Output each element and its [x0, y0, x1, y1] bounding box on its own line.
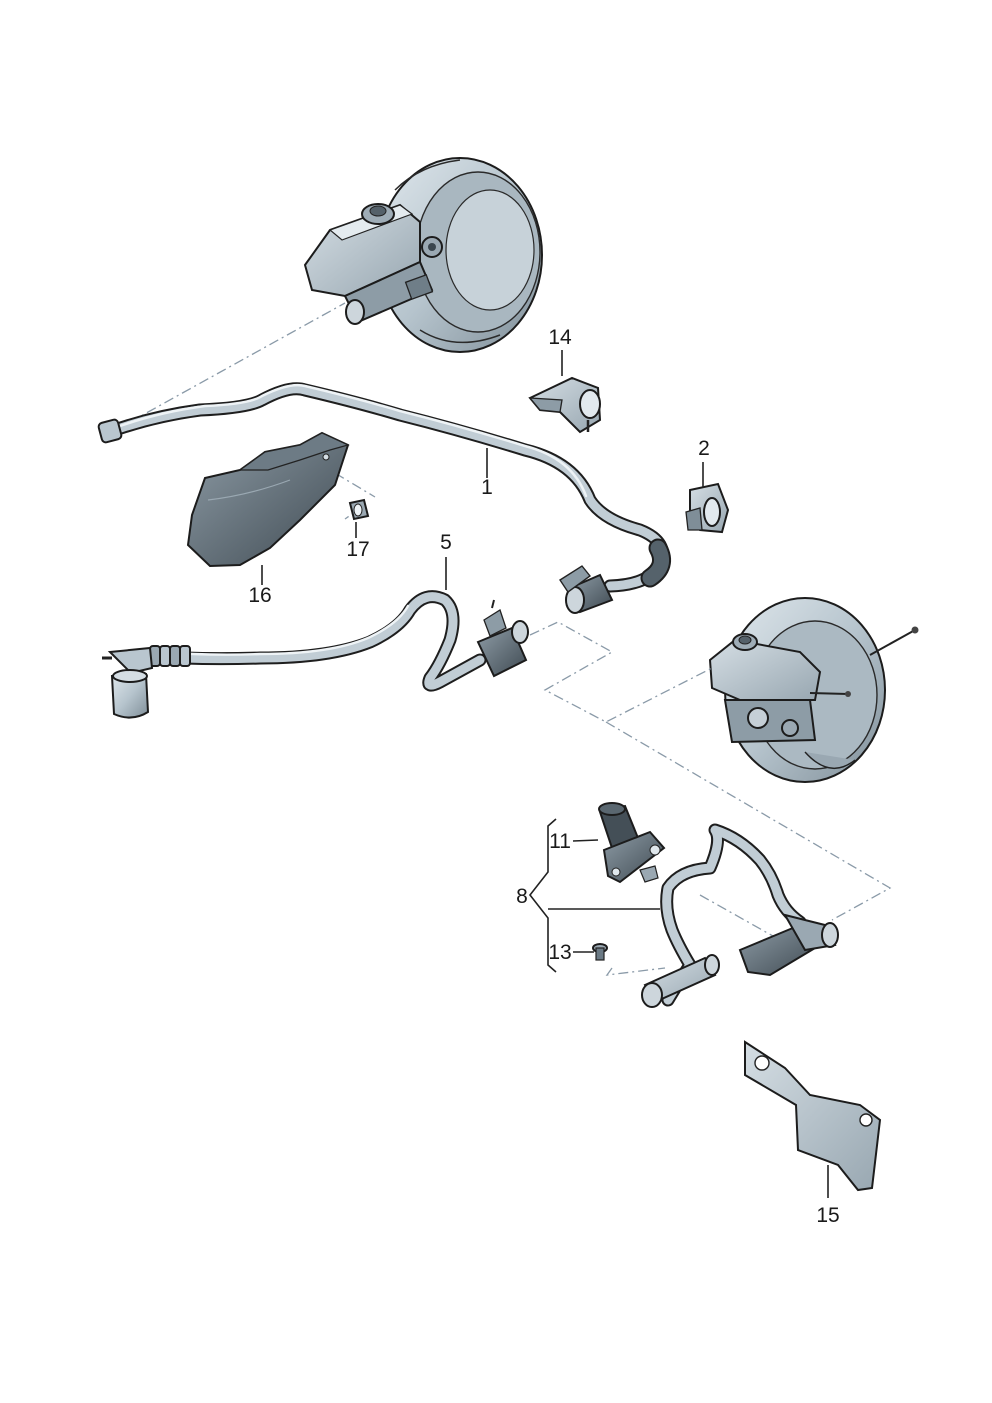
callout-13: 13 [548, 941, 571, 964]
part-14-hose-clip[interactable] [528, 376, 602, 434]
callout-8: 8 [516, 885, 528, 908]
callout-labels: 1 2 5 8 11 13 14 15 16 17 [248, 326, 839, 1227]
part-11-pressure-sensor[interactable] [598, 802, 666, 884]
callout-1: 1 [481, 476, 493, 499]
callout-17: 17 [346, 538, 369, 561]
callout-2: 2 [698, 437, 710, 460]
assignment-lines [111, 302, 892, 976]
callout-15: 15 [816, 1204, 839, 1227]
callout-11: 11 [549, 830, 571, 853]
part-1-vacuum-hose[interactable] [97, 382, 672, 614]
part-2-holder-clip[interactable] [685, 482, 730, 534]
part-5-vacuum-line[interactable] [102, 590, 529, 719]
leader-lines [261, 350, 829, 1198]
brake-servo-right-illustration [708, 597, 919, 783]
callout-16: 16 [248, 584, 271, 607]
part-16-heat-shield[interactable] [186, 431, 350, 568]
part-8-hose-assembly[interactable] [641, 823, 839, 1008]
corrugated-sleeve [149, 645, 191, 667]
callout-5: 5 [440, 531, 452, 554]
part-15-shield-plate[interactable] [744, 1040, 882, 1192]
part-17-clip-nut[interactable] [348, 498, 370, 521]
brake-servo-top-illustration [303, 157, 543, 353]
part-13-bolt[interactable] [592, 943, 608, 961]
callout-14: 14 [548, 326, 572, 349]
